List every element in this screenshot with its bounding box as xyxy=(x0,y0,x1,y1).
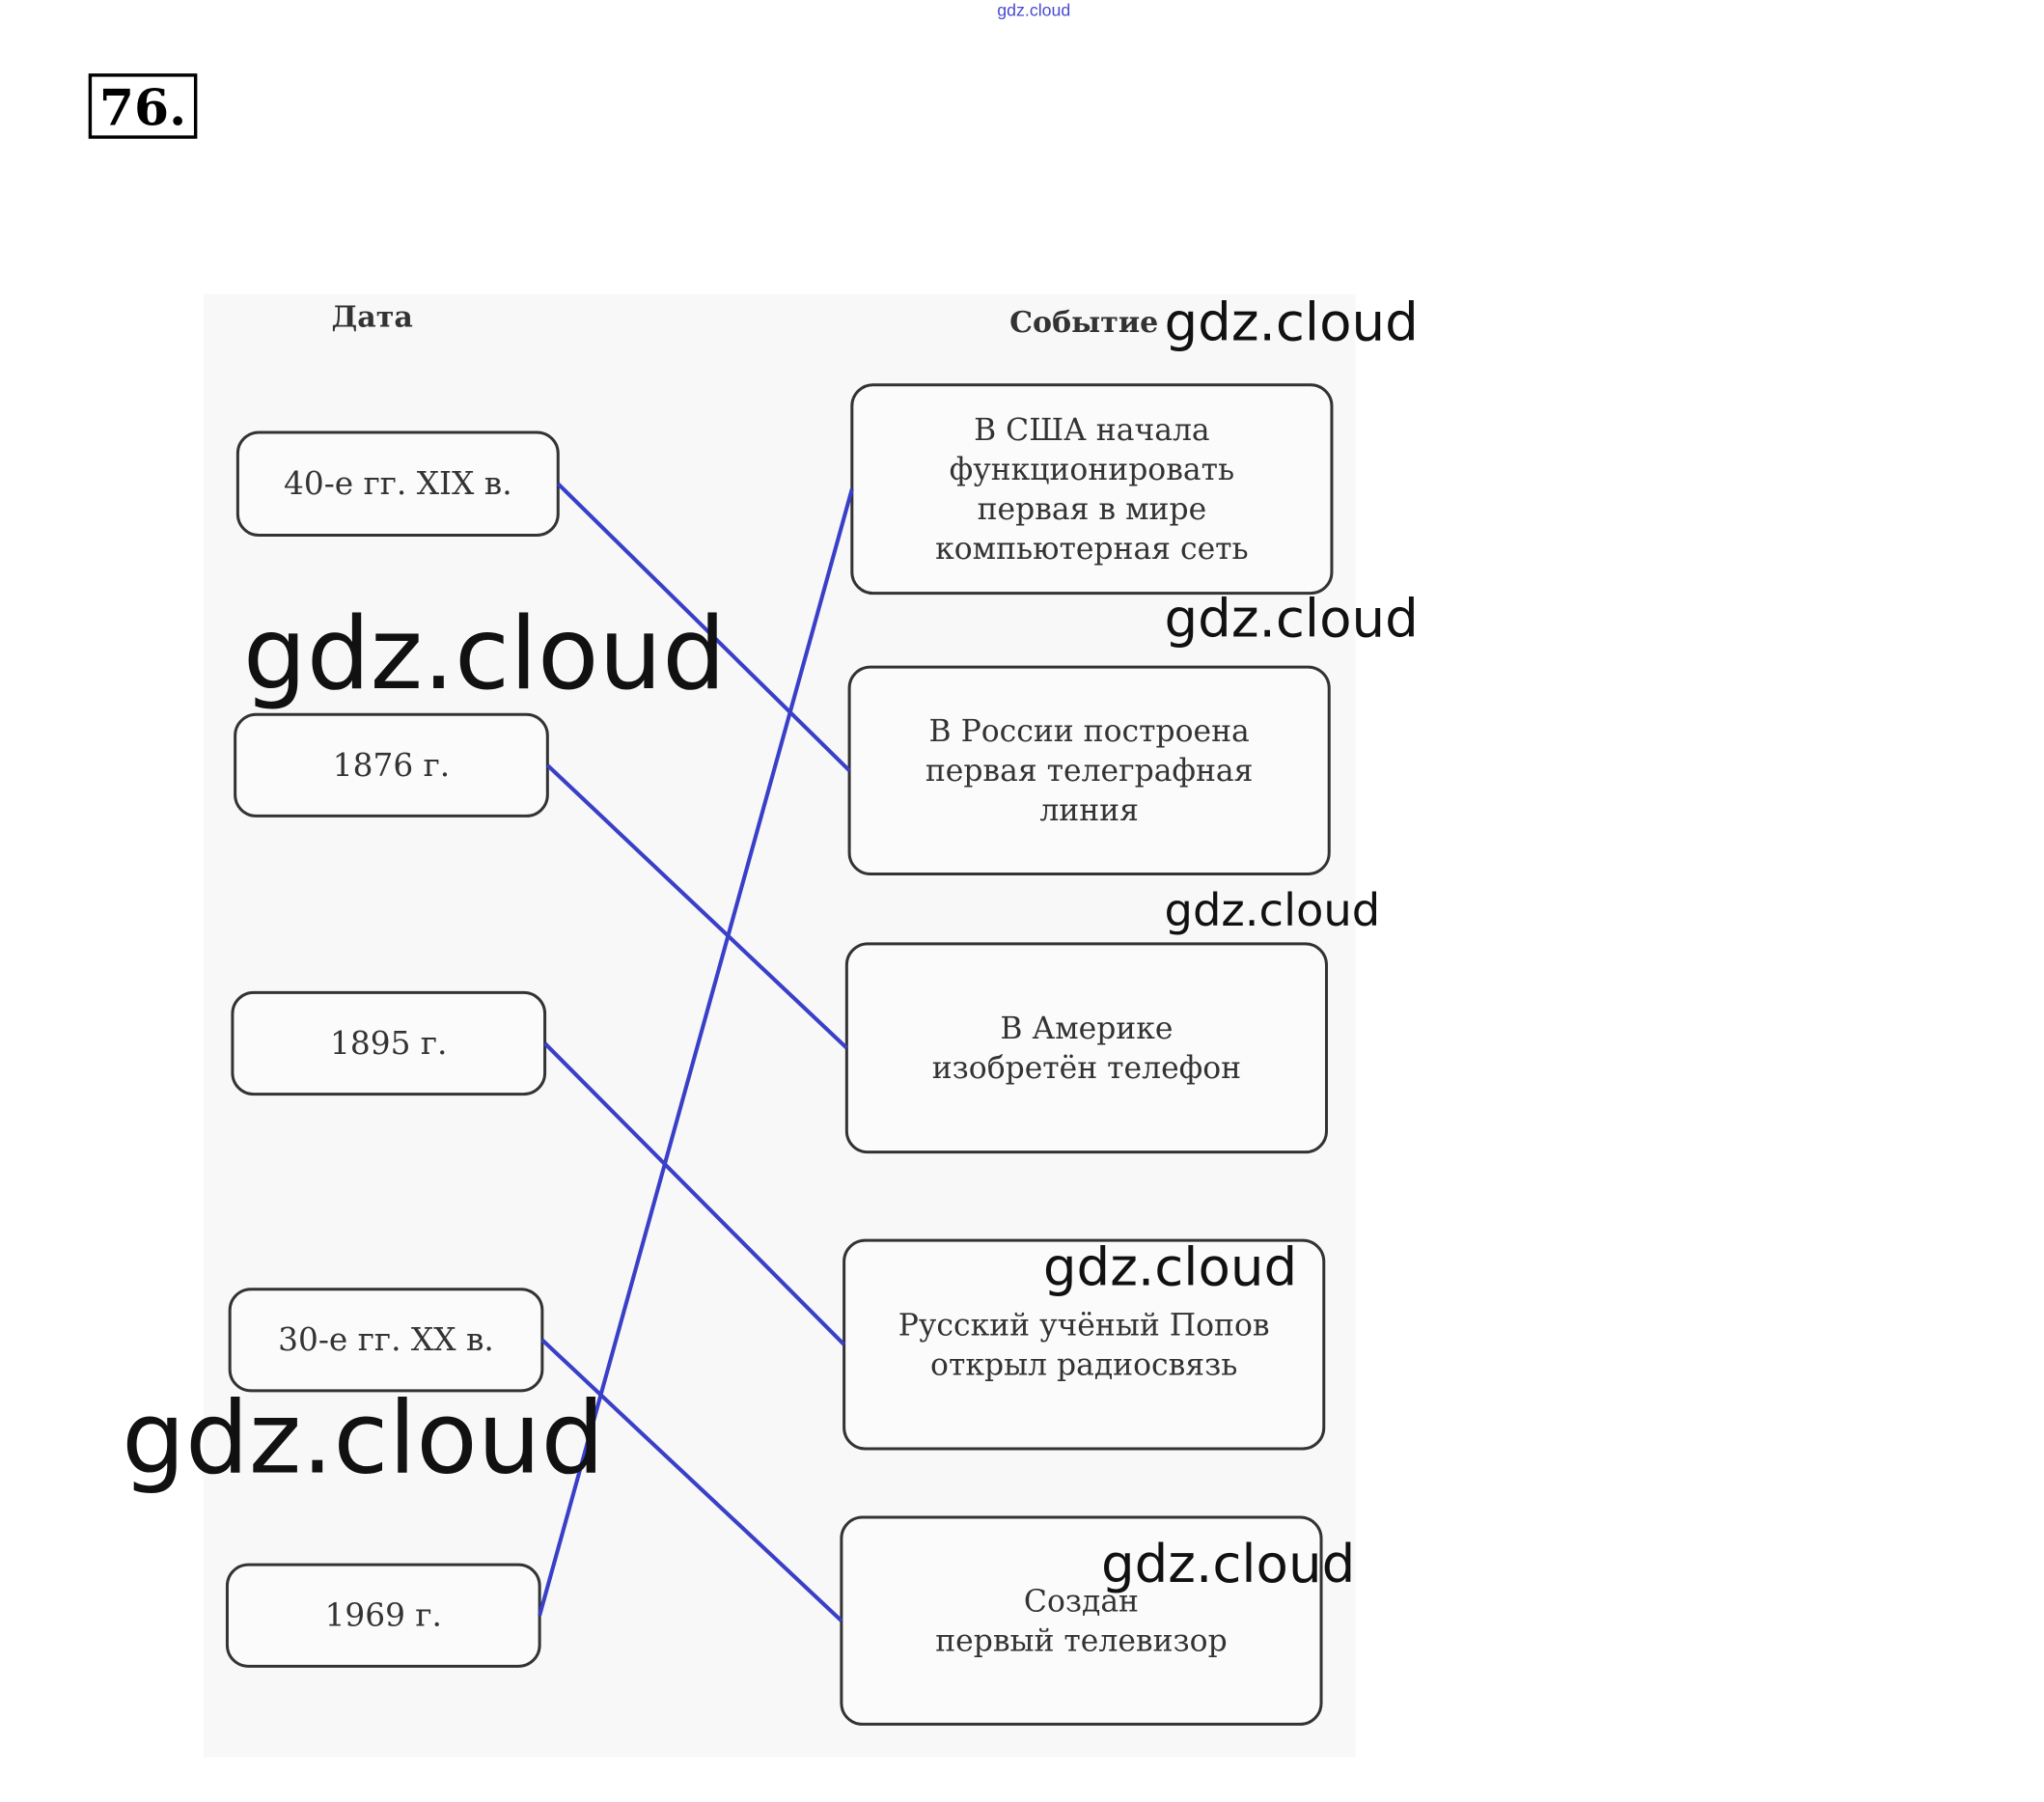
date-label: 1895 г. xyxy=(330,1025,447,1062)
watermark: gdz.cloud xyxy=(243,596,726,712)
date-label: 1969 г. xyxy=(325,1597,442,1634)
match-line xyxy=(540,1338,843,1622)
date-label: 30-е гг. XX в. xyxy=(278,1321,494,1358)
watermark: gdz.cloud xyxy=(1043,1236,1297,1298)
event-box: Создан первый телевизор xyxy=(840,1515,1323,1726)
event-text-line: первая в мире xyxy=(978,492,1207,527)
match-line xyxy=(556,482,851,772)
event-text-line: компьютерная сеть xyxy=(935,532,1249,567)
event-text-line: линия xyxy=(1039,793,1139,828)
event-text-line: Создан xyxy=(1024,1585,1139,1620)
event-text-line: В Америке xyxy=(1000,1012,1173,1046)
event-text-line: Русский учёный Попов xyxy=(898,1309,1270,1344)
event-text-line: В России построена xyxy=(929,714,1250,749)
watermark: gdz.cloud xyxy=(1165,588,1419,650)
event-text-line: открыл радиосвязь xyxy=(930,1347,1237,1382)
watermark: gdz.cloud xyxy=(122,1381,604,1497)
event-box: В России построена первая телеграфная лини… xyxy=(847,665,1331,876)
top-watermark: gdz.cloud xyxy=(997,0,1070,19)
date-box: 1895 г. xyxy=(231,990,547,1096)
date-label: 40-е гг. XIX в. xyxy=(284,465,512,502)
watermark: gdz.cloud xyxy=(1165,884,1381,936)
event-column-header: Событие xyxy=(1009,306,1158,340)
event-box: В США начала функционировать первая в мире… xyxy=(850,383,1334,596)
event-box: В Америке изобретён телефон xyxy=(844,942,1328,1154)
event-text-line: изобретён телефон xyxy=(932,1051,1241,1086)
date-label: 1876 г. xyxy=(333,747,450,784)
date-box: 30-е гг. XX в. xyxy=(228,1288,544,1393)
date-box: 1969 г. xyxy=(225,1563,541,1668)
event-text-line: первая телеграфная xyxy=(925,754,1254,789)
watermark: gdz.cloud xyxy=(1101,1533,1355,1594)
watermarks: gdz.cloud gdz.cloud gdz.cloud gdz.cloud … xyxy=(122,291,1419,1594)
event-text-line: первый телевизор xyxy=(935,1624,1227,1659)
match-line xyxy=(543,1041,846,1346)
date-box: 1876 г. xyxy=(234,712,549,818)
watermark: gdz.cloud xyxy=(1165,291,1419,352)
event-text-line: В США начала xyxy=(974,413,1210,448)
event-text-line: функционировать xyxy=(950,453,1234,487)
exercise-number-badge: 76. xyxy=(88,73,198,139)
match-line xyxy=(545,763,848,1050)
date-column-header: Дата xyxy=(332,301,413,335)
exercise-number: 76. xyxy=(99,79,186,138)
match-line xyxy=(538,488,854,1617)
date-box: 40-е гг. XIX в. xyxy=(235,430,560,538)
